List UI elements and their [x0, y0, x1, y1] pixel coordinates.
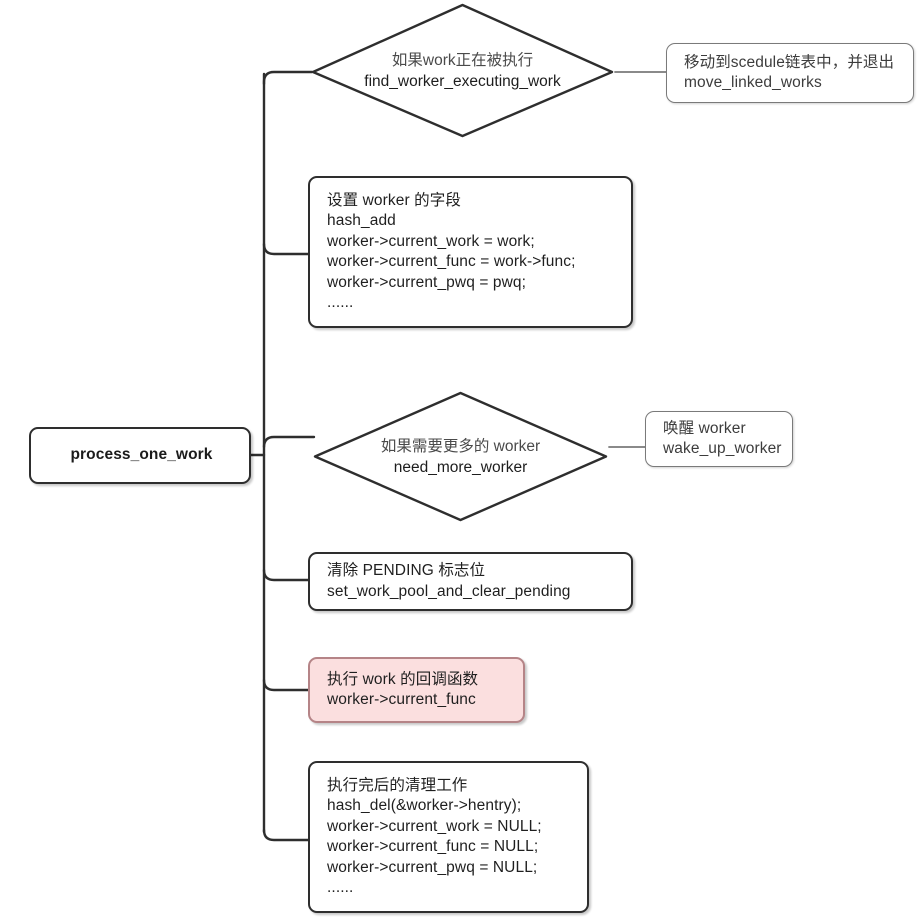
wire-branch-clear-pending	[262, 568, 310, 582]
wire-branch-cleanup	[262, 828, 310, 842]
node-line: worker->current_func	[327, 691, 476, 708]
node-line: ......	[327, 294, 354, 311]
node-line: 执行完后的清理工作	[327, 776, 468, 794]
node-label: process_one_work	[70, 446, 213, 464]
node-line: hash_add	[327, 212, 396, 229]
node-line: 唤醒 worker	[663, 419, 746, 437]
node-line: worker->current_pwq = NULL;	[327, 858, 538, 876]
node-line: move_linked_works	[684, 74, 822, 91]
diamond-shape	[313, 391, 608, 522]
node-line: worker->current_func = NULL;	[327, 838, 539, 855]
node-clear-pending[interactable]: 清除 PENDING 标志位 set_work_pool_and_clear_p…	[308, 552, 633, 611]
node-line: 移动到scedule链表中，并退出	[684, 53, 895, 71]
node-find-worker-executing-work[interactable]: 如果work正在被执行 find_worker_executing_work	[310, 2, 615, 139]
node-wake-up-worker[interactable]: 唤醒 worker wake_up_worker	[645, 411, 793, 467]
node-line: wake_up_worker	[663, 440, 782, 457]
wire-branch-find-worker	[262, 70, 314, 86]
node-line: 清除 PENDING 标志位	[327, 562, 486, 579]
node-line: worker->current_func = work->func;	[327, 253, 576, 270]
node-line: 设置 worker 的字段	[327, 191, 461, 209]
node-run-callback[interactable]: 执行 work 的回调函数 worker->current_func	[308, 657, 525, 723]
wire-branch-callback	[262, 678, 310, 692]
node-move-linked-works[interactable]: 移动到scedule链表中，并退出 move_linked_works	[666, 43, 914, 103]
diamond-shape	[311, 3, 614, 138]
wire-branch-need-worker	[262, 435, 316, 449]
node-line: hash_del(&worker->hentry);	[327, 797, 522, 814]
node-line: worker->current_pwq = pwq;	[327, 273, 527, 291]
node-cleanup[interactable]: 执行完后的清理工作 hash_del(&worker->hentry); wor…	[308, 761, 589, 913]
node-line: worker->current_work = NULL;	[327, 817, 542, 835]
node-need-more-worker[interactable]: 如果需要更多的 worker need_more_worker	[312, 390, 609, 523]
wire-branch-set-fields	[262, 242, 310, 256]
node-line: worker->current_work = work;	[327, 232, 535, 250]
node-line: ......	[327, 879, 354, 896]
node-line: set_work_pool_and_clear_pending	[327, 582, 571, 600]
node-line: 执行 work 的回调函数	[327, 670, 479, 688]
node-set-worker-fields[interactable]: 设置 worker 的字段 hash_add worker->current_w…	[308, 176, 633, 328]
node-process-one-work[interactable]: process_one_work	[29, 427, 251, 484]
